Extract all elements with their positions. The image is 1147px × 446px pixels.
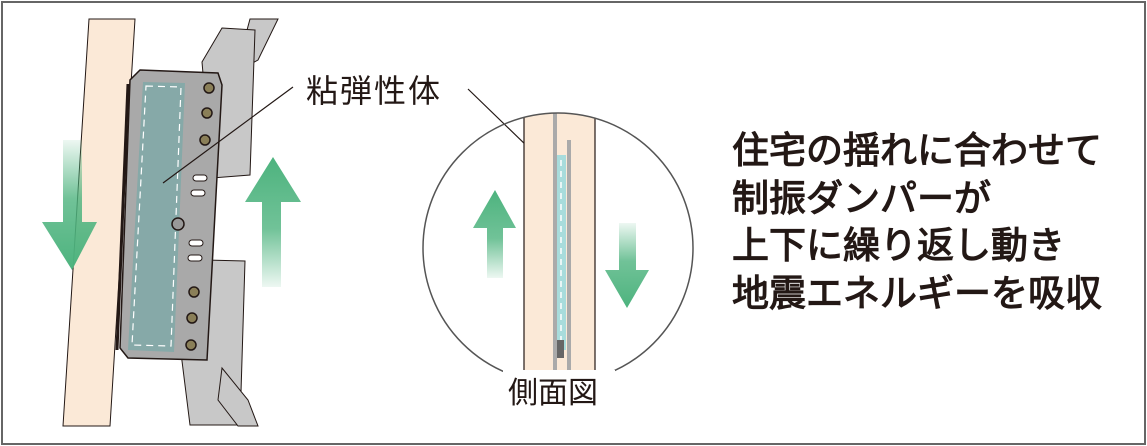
- caption-line: 制振ダンパーが: [732, 176, 991, 220]
- arrow-down-icon: [605, 223, 649, 308]
- arrow-down-icon: [42, 140, 97, 270]
- caption-line: 地震エネルギーを吸収: [732, 271, 1102, 315]
- viscoelastic-label: 粘弾性体: [306, 72, 443, 110]
- caption: 住宅の揺れに合わせて 制振ダンパーが 上下に繰り返し動き 地震エネルギーを吸収: [732, 127, 1102, 317]
- wood-column: [62, 18, 136, 427]
- leader-line: [162, 86, 294, 184]
- caption-line: 上下に繰り返し動き: [732, 224, 1065, 267]
- bolts: [171, 82, 215, 351]
- arrow-up-icon: [245, 157, 301, 287]
- side-view: [523, 113, 596, 383]
- arrow-up-icon: [473, 190, 516, 278]
- side-view-label: 側面図: [508, 376, 598, 411]
- caption-line: 住宅の揺れに合わせて: [732, 129, 1102, 172]
